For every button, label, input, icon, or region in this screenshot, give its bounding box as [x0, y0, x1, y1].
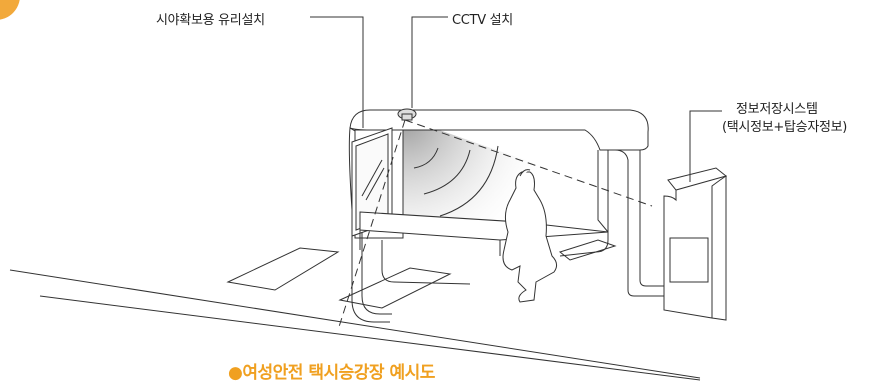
ground-line — [9, 269, 701, 381]
camera-view-cone — [370, 118, 645, 232]
diagram-caption: ●여성안전 택시승강장 예시도 — [228, 358, 435, 383]
caption-bullet: ● — [228, 363, 243, 383]
cctv-label: CCTV 설치 — [452, 13, 513, 28]
floor-pads — [226, 239, 617, 309]
cctv-camera-icon — [397, 108, 417, 121]
glass-label: 시야확보용 유리설치 — [156, 13, 265, 28]
leader-lines — [310, 16, 722, 182]
woman-figure — [502, 169, 558, 303]
storage-kiosk — [663, 167, 728, 321]
storage-label-line2: (택시정보+탑승자정보) — [722, 120, 848, 135]
storage-label-line1: 정보저장시스템 — [736, 102, 818, 117]
caption-text: 여성안전 택시승강장 예시도 — [242, 363, 435, 383]
view-dashed-lines — [337, 119, 653, 331]
shelter-frame — [351, 149, 670, 323]
camera-wave-arcs — [413, 145, 499, 217]
